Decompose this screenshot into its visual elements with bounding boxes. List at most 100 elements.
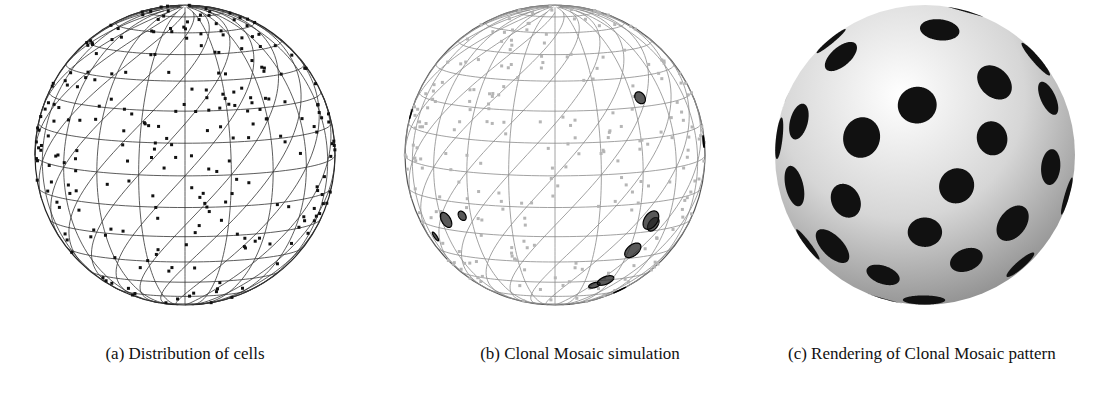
mesh-line (563, 155, 705, 305)
pigment-spot (939, 168, 974, 203)
cell-dot (210, 301, 213, 304)
cell-dot (497, 93, 500, 96)
cell-dot (78, 119, 81, 122)
cell-dot (431, 98, 434, 101)
cell-dot (414, 187, 417, 190)
cell-dot (520, 202, 523, 205)
mesh-line (461, 11, 599, 290)
cell-dot (276, 203, 279, 206)
cell-dot (598, 12, 601, 15)
cell-dot (480, 219, 483, 222)
pigment-spot (977, 121, 1008, 155)
mesh-line (560, 7, 705, 155)
cell-dot (508, 17, 511, 20)
cell-dot (299, 152, 302, 155)
pigment-spot (868, 294, 902, 303)
clone-patch (643, 211, 659, 229)
cell-dot (541, 61, 544, 64)
cell-dot (75, 149, 78, 152)
cell-dot (313, 125, 316, 128)
cell-dot (224, 97, 227, 100)
cell-dot (141, 13, 144, 16)
mesh-line (588, 273, 647, 301)
cell-dot (52, 82, 55, 85)
cell-dot (573, 17, 576, 20)
cell-dot (614, 200, 617, 203)
cell-dot (434, 100, 437, 103)
cell-dot (491, 122, 494, 125)
cell-dot (157, 18, 160, 21)
clone-patch (614, 287, 626, 293)
cell-dot (539, 288, 542, 291)
cell-dot (36, 179, 39, 182)
cell-dot (316, 103, 319, 106)
cell-dot (540, 55, 543, 58)
cell-dot (510, 39, 513, 42)
pigment-spot (948, 7, 983, 17)
cell-dot (421, 220, 424, 223)
cell-dot (611, 111, 614, 114)
cell-dot (268, 242, 271, 245)
cell-dot (110, 72, 113, 75)
cell-dot (67, 184, 70, 187)
cell-dot (510, 63, 513, 66)
mesh-line (555, 5, 556, 7)
mesh-line (557, 5, 562, 7)
cell-dot (167, 71, 170, 74)
cell-dot (620, 125, 623, 128)
mesh-line (187, 5, 192, 7)
cell-dot (660, 131, 663, 134)
cell-dot (602, 149, 605, 152)
cell-dot (625, 183, 628, 186)
cell-dot (453, 128, 456, 131)
cell-dot (574, 119, 577, 122)
cell-dot (208, 14, 211, 17)
cell-dot (263, 67, 266, 70)
cell-dot (35, 140, 38, 143)
mesh-line (61, 11, 164, 71)
cell-dot (566, 142, 569, 145)
cell-dot (575, 262, 578, 265)
pigment-spot (997, 206, 1029, 241)
cell-dot (332, 140, 335, 143)
clone-patch (597, 276, 614, 286)
cell-dot (66, 238, 69, 241)
cell-dot (480, 23, 483, 26)
cell-dot (121, 143, 124, 146)
cell-dot (170, 266, 173, 269)
cell-dot (602, 56, 605, 59)
cell-dot (554, 276, 557, 279)
cell-dot (564, 165, 567, 168)
cell-dot (220, 219, 223, 222)
cell-dot (543, 42, 546, 45)
cell-dot (469, 277, 472, 280)
cell-dot (227, 103, 230, 106)
cell-dot (475, 260, 478, 263)
cell-dot (574, 136, 577, 139)
cell-dot (682, 167, 685, 170)
cell-dot (329, 191, 332, 194)
cell-dot (438, 195, 441, 198)
cell-dot (228, 159, 231, 162)
cell-dot (412, 144, 415, 147)
cell-dot (113, 256, 116, 259)
cell-dot (297, 226, 300, 229)
cell-dot (302, 215, 305, 218)
clone-patch (635, 92, 646, 104)
cell-dot (702, 160, 705, 163)
cell-dot (530, 201, 533, 204)
cell-dot (51, 85, 54, 88)
cell-dot (320, 116, 323, 119)
cell-dot (160, 6, 163, 9)
cell-dot (154, 141, 157, 144)
mesh-line (190, 7, 335, 155)
cell-dot (258, 237, 261, 240)
cell-dot (184, 27, 187, 30)
cell-dot (413, 157, 416, 160)
cell-dot (433, 83, 436, 86)
cell-dot (144, 122, 147, 125)
cell-dot (647, 63, 650, 66)
cell-dot (141, 10, 144, 13)
cell-dot (231, 192, 234, 195)
cell-dot (655, 237, 658, 240)
